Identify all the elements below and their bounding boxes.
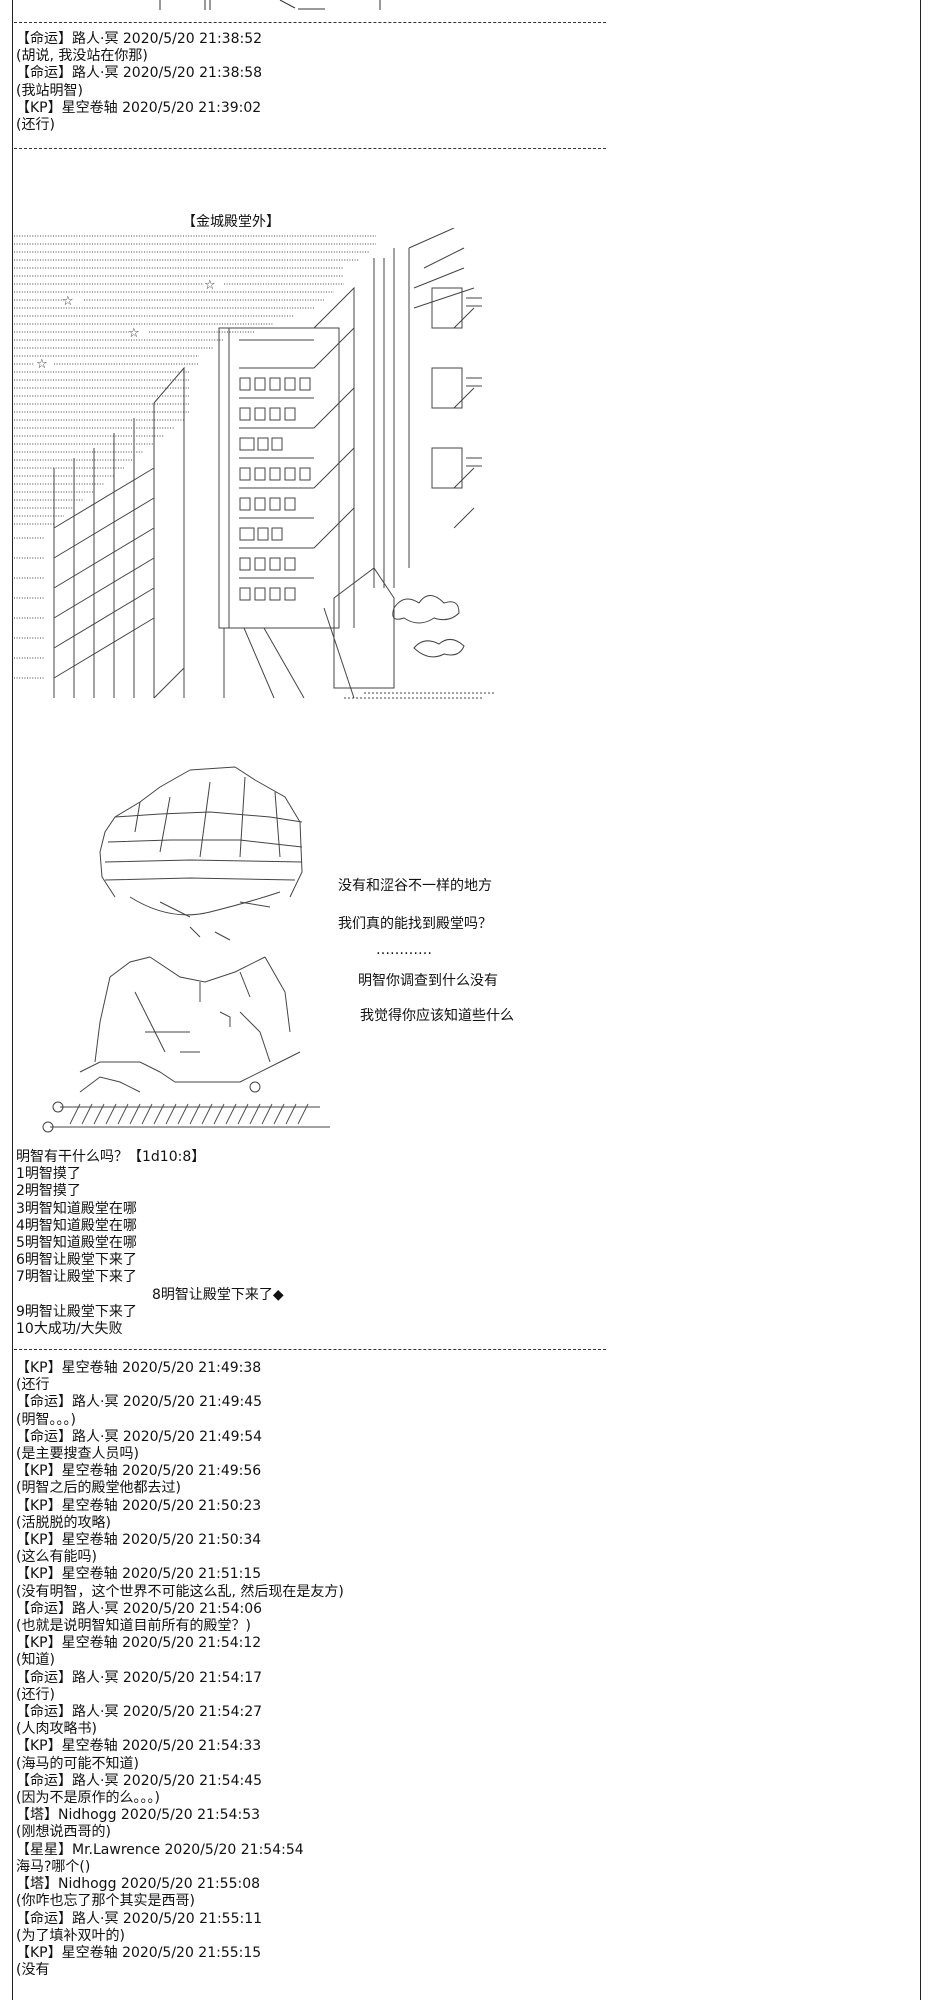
left-border bbox=[12, 0, 13, 2000]
chat-line: 【命运】路人·冥 2020/5/20 21:38:52 bbox=[16, 31, 263, 47]
chat-line: 【KP】星空卷轴 2020/5/20 21:55:15 bbox=[16, 1944, 262, 1961]
chat-line: (我站明智) bbox=[16, 82, 83, 99]
chat-line: (人肉攻略书) bbox=[16, 1721, 97, 1738]
top-art-fragment bbox=[150, 0, 410, 20]
chat-line: (为了填补双叶的) bbox=[16, 1927, 125, 1944]
roll-option: 6明智让殿堂下来了 bbox=[16, 1252, 137, 1269]
chat-line: (胡说, 我没站在你那) bbox=[16, 48, 148, 65]
chat-line: 【KP】星空卷轴 2020/5/20 21:49:56 bbox=[16, 1463, 262, 1480]
chat-line: 【命运】路人·冥 2020/5/20 21:49:45 bbox=[16, 1394, 263, 1411]
chat-line: 【命运】路人·冥 2020/5/20 21:54:06 bbox=[16, 1600, 263, 1617]
scene-caption: 【金城殿堂外】 bbox=[182, 214, 280, 230]
svg-text:☆: ☆ bbox=[36, 357, 48, 372]
roll-result: 8明智让殿堂下来了◆ bbox=[152, 1286, 284, 1303]
chat-line: (还行) bbox=[16, 117, 55, 134]
chat-line: (知道) bbox=[16, 1652, 55, 1669]
chat-line: (明智。。。) bbox=[16, 1411, 76, 1428]
chat-line: (是主要搜查人员吗) bbox=[16, 1446, 139, 1463]
dialogue-line: ………… bbox=[376, 942, 432, 958]
chat-line: 【塔】Nidhogg 2020/5/20 21:54:53 bbox=[16, 1807, 261, 1824]
chat-line: 【KP】星空卷轴 2020/5/20 21:54:33 bbox=[16, 1738, 262, 1755]
chat-line: (明智之后的殿堂他都去过) bbox=[16, 1480, 181, 1497]
divider bbox=[14, 148, 606, 149]
divider bbox=[14, 22, 606, 23]
right-border bbox=[920, 0, 921, 2000]
roll-option: 10大成功/大失败 bbox=[16, 1321, 123, 1338]
roll-option: 4明智知道殿堂在哪 bbox=[16, 1217, 137, 1234]
chat-line: 【塔】Nidhogg 2020/5/20 21:55:08 bbox=[16, 1876, 261, 1893]
chat-line: 【命运】路人·冥 2020/5/20 21:55:11 bbox=[16, 1910, 263, 1927]
chat-line: 【命运】路人·冥 2020/5/20 21:49:54 bbox=[16, 1428, 263, 1445]
chat-log-1: 【命运】路人·冥 2020/5/20 21:38:52 (胡说, 我没站在你那)… bbox=[16, 31, 262, 134]
chat-line: 【KP】星空卷轴 2020/5/20 21:50:23 bbox=[16, 1497, 262, 1514]
chat-line: 【KP】星空卷轴 2020/5/20 21:51:15 bbox=[16, 1566, 262, 1583]
dialogue-line: 我们真的能找到殿堂吗？ bbox=[338, 916, 492, 932]
svg-text:☆: ☆ bbox=[204, 278, 216, 293]
chat-line: (刚想说西哥的) bbox=[16, 1824, 111, 1841]
roll-option: 5明智知道殿堂在哪 bbox=[16, 1235, 137, 1252]
chat-line: 【KP】星空卷轴 2020/5/20 21:54:12 bbox=[16, 1635, 262, 1652]
chat-line: (海马的可能不知道) bbox=[16, 1755, 139, 1772]
chat-line: (没有 bbox=[16, 1962, 50, 1979]
chat-line: (还行 bbox=[16, 1377, 50, 1394]
chat-line: 【命运】路人·冥 2020/5/20 21:38:58 bbox=[16, 65, 263, 82]
chat-line: (还行) bbox=[16, 1686, 55, 1703]
chat-line: (活脱脱的攻略) bbox=[16, 1514, 111, 1531]
chat-line: 【命运】路人·冥 2020/5/20 21:54:45 bbox=[16, 1772, 263, 1789]
dice-roll-section: 明智有干什么吗？【1d10:8】 1明智摸了 2明智摸了 3明智知道殿堂在哪 4… bbox=[16, 1149, 284, 1338]
chat-line: 海马?哪个() bbox=[16, 1858, 91, 1875]
chat-line: 【KP】星空卷轴 2020/5/20 21:49:38 bbox=[16, 1360, 262, 1376]
chat-line: 【星星】Mr.Lawrence 2020/5/20 21:54:54 bbox=[16, 1841, 304, 1858]
chat-line: 【命运】路人·冥 2020/5/20 21:54:27 bbox=[16, 1704, 263, 1721]
roll-option: 3明智知道殿堂在哪 bbox=[16, 1200, 137, 1217]
dialogue-line: 我觉得你应该知道些什么 bbox=[360, 1008, 514, 1024]
chat-line: 【KP】星空卷轴 2020/5/20 21:50:34 bbox=[16, 1532, 262, 1549]
chat-line: (因为不是原作的么。。。) bbox=[16, 1790, 160, 1807]
dialogue-line: 明智你调查到什么没有 bbox=[358, 973, 498, 989]
chat-line: 【KP】星空卷轴 2020/5/20 21:39:02 bbox=[16, 99, 262, 116]
chat-log-2: 【KP】星空卷轴 2020/5/20 21:49:38 (还行 【命运】路人·冥… bbox=[16, 1360, 344, 1979]
roll-option: 2明智摸了 bbox=[16, 1183, 81, 1200]
roll-option: 7明智让殿堂下来了 bbox=[16, 1269, 137, 1286]
chat-line: (没有明智，这个世界不可能这么乱, 然后现在是友方) bbox=[16, 1583, 344, 1600]
chat-line: (这么有能吗) bbox=[16, 1549, 97, 1566]
roll-option: 9明智让殿堂下来了 bbox=[16, 1303, 137, 1320]
roll-header: 明智有干什么吗？【1d10:8】 bbox=[16, 1149, 206, 1165]
chat-line: 【命运】路人·冥 2020/5/20 21:54:17 bbox=[16, 1669, 263, 1686]
roll-option: 1明智摸了 bbox=[16, 1166, 81, 1183]
svg-text:☆: ☆ bbox=[128, 326, 140, 341]
chat-line: (你咋也忘了那个其实是西哥) bbox=[16, 1893, 195, 1910]
character-illustration bbox=[40, 762, 350, 1141]
svg-text:☆: ☆ bbox=[62, 294, 74, 309]
chat-line: (也就是说明智知道目前所有的殿堂？) bbox=[16, 1618, 251, 1635]
palace-city-illustration: ☆ ☆ ☆ ☆ bbox=[14, 227, 514, 712]
dialogue-line: 没有和涩谷不一样的地方 bbox=[338, 878, 492, 894]
divider bbox=[14, 1349, 606, 1350]
